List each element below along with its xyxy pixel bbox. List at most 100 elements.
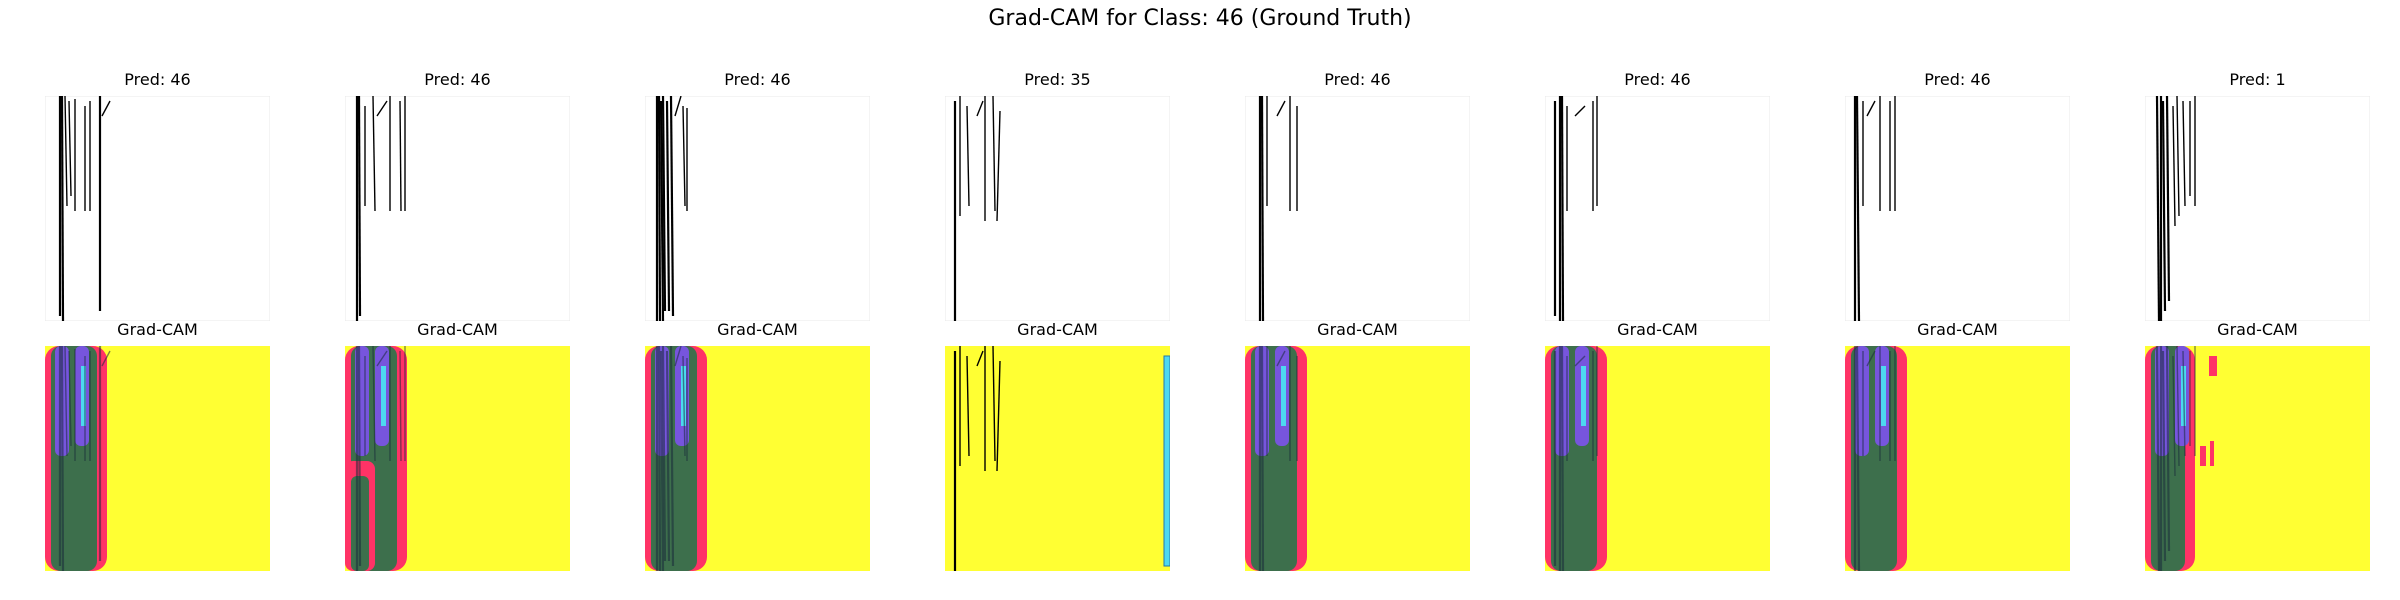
gradcam-heatmap xyxy=(2145,346,2370,571)
input-image-canvas xyxy=(1245,96,1470,321)
stroke-mark xyxy=(1560,346,1565,571)
stroke-mark xyxy=(657,346,662,571)
prediction-label: Pred: 1 xyxy=(2229,70,2286,89)
stroke-mark xyxy=(2155,96,2161,321)
stroke-mark xyxy=(674,96,682,117)
gradcam-heatmap xyxy=(945,346,1170,571)
stroke-mark xyxy=(2161,100,2167,312)
stroke-mark xyxy=(657,96,662,321)
stroke-mark xyxy=(1574,105,1586,117)
stroke-mark xyxy=(2176,346,2180,467)
stroke-mark xyxy=(2161,350,2167,562)
input-image-canvas xyxy=(945,96,1170,321)
stroke-mark xyxy=(966,355,970,457)
stroke-mark xyxy=(2182,350,2186,457)
stroke-mark xyxy=(1574,355,1586,367)
stroke-mark xyxy=(992,96,996,212)
stroke-mark xyxy=(659,100,665,321)
heatmap-canvas xyxy=(1845,346,2070,571)
heatmap-canvas xyxy=(45,346,270,571)
stroke-mark xyxy=(60,96,65,321)
input-image-canvas xyxy=(45,96,270,321)
heatmap-canvas xyxy=(1245,346,1470,571)
gradcam-label: Grad-CAM xyxy=(1017,320,1098,339)
input-image-canvas xyxy=(345,96,570,321)
gradcam-heatmap xyxy=(1545,346,1770,571)
prediction-label: Pred: 46 xyxy=(724,70,791,89)
gradcam-heatmap xyxy=(1845,346,2070,571)
stroke-mark xyxy=(966,105,970,207)
stroke-mark xyxy=(1855,346,1861,571)
prediction-label: Pred: 46 xyxy=(1624,70,1691,89)
prediction-label: Pred: 46 xyxy=(424,70,491,89)
stroke-mark xyxy=(996,110,1001,222)
stroke-mark xyxy=(399,350,402,462)
gradcam-label: Grad-CAM xyxy=(2217,320,2298,339)
stroke-mark xyxy=(996,360,1001,472)
stroke-mark xyxy=(357,346,362,567)
gradcam-heatmap xyxy=(645,346,870,571)
stroke-mark xyxy=(399,100,402,212)
stroke-mark xyxy=(64,96,68,207)
input-image-canvas xyxy=(645,96,870,321)
input-image-canvas xyxy=(1845,96,2070,321)
prediction-label: Pred: 35 xyxy=(1024,70,1091,89)
gradcam-label: Grad-CAM xyxy=(417,320,498,339)
input-image xyxy=(345,96,570,321)
gradcam-label: Grad-CAM xyxy=(717,320,798,339)
input-image xyxy=(645,96,870,321)
stroke-mark xyxy=(101,100,111,117)
stroke-mark xyxy=(1866,100,1876,117)
gradcam-label: Grad-CAM xyxy=(1617,320,1698,339)
stroke-mark xyxy=(1866,350,1876,367)
gradcam-label: Grad-CAM xyxy=(1317,320,1398,339)
stroke-mark xyxy=(1560,96,1565,321)
stroke-mark xyxy=(1276,350,1286,367)
stroke-mark xyxy=(682,105,686,207)
stroke-mark xyxy=(1260,96,1265,321)
input-image xyxy=(45,96,270,321)
stroke-mark xyxy=(2165,346,2171,552)
heatmap-canvas xyxy=(945,346,1170,571)
stroke-mark xyxy=(661,96,667,312)
stroke-mark xyxy=(2176,96,2180,217)
stroke-mark xyxy=(2165,96,2171,302)
input-image xyxy=(1245,96,1470,321)
prediction-label: Pred: 46 xyxy=(1324,70,1391,89)
stroke-mark xyxy=(60,346,65,571)
heatmap-canvas xyxy=(2145,346,2370,571)
gradcam-heatmap xyxy=(345,346,570,571)
input-image xyxy=(945,96,1170,321)
prediction-label: Pred: 46 xyxy=(1924,70,1991,89)
stroke-mark xyxy=(357,96,362,317)
stroke-mark xyxy=(376,100,388,117)
stroke-mark xyxy=(2172,105,2176,227)
stroke-mark xyxy=(669,96,675,317)
stroke-mark xyxy=(659,350,665,571)
stroke-mark xyxy=(682,355,686,457)
input-image-canvas xyxy=(2145,96,2370,321)
stroke-mark xyxy=(665,100,671,312)
stroke-mark xyxy=(372,346,376,462)
stroke-mark xyxy=(64,346,68,457)
stroke-mark xyxy=(376,350,388,367)
figure-title: Grad-CAM for Class: 46 (Ground Truth) xyxy=(988,6,1412,31)
stroke-mark xyxy=(2172,355,2176,477)
input-image xyxy=(2145,96,2370,321)
input-image xyxy=(1845,96,2070,321)
gradcam-label: Grad-CAM xyxy=(117,320,198,339)
heatmap-canvas xyxy=(645,346,870,571)
stroke-mark xyxy=(674,346,682,367)
stroke-mark xyxy=(1260,346,1265,571)
input-image xyxy=(1545,96,1770,321)
stroke-mark xyxy=(68,100,72,197)
stroke-mark xyxy=(68,350,72,447)
stroke-mark xyxy=(2182,100,2186,207)
gradcam-heatmap xyxy=(45,346,270,571)
stroke-mark xyxy=(101,350,111,367)
stroke-mark xyxy=(665,350,671,562)
stroke-mark xyxy=(661,346,667,562)
heatmap-canvas xyxy=(345,346,570,571)
stroke-mark xyxy=(992,346,996,462)
stroke-mark xyxy=(976,100,984,117)
